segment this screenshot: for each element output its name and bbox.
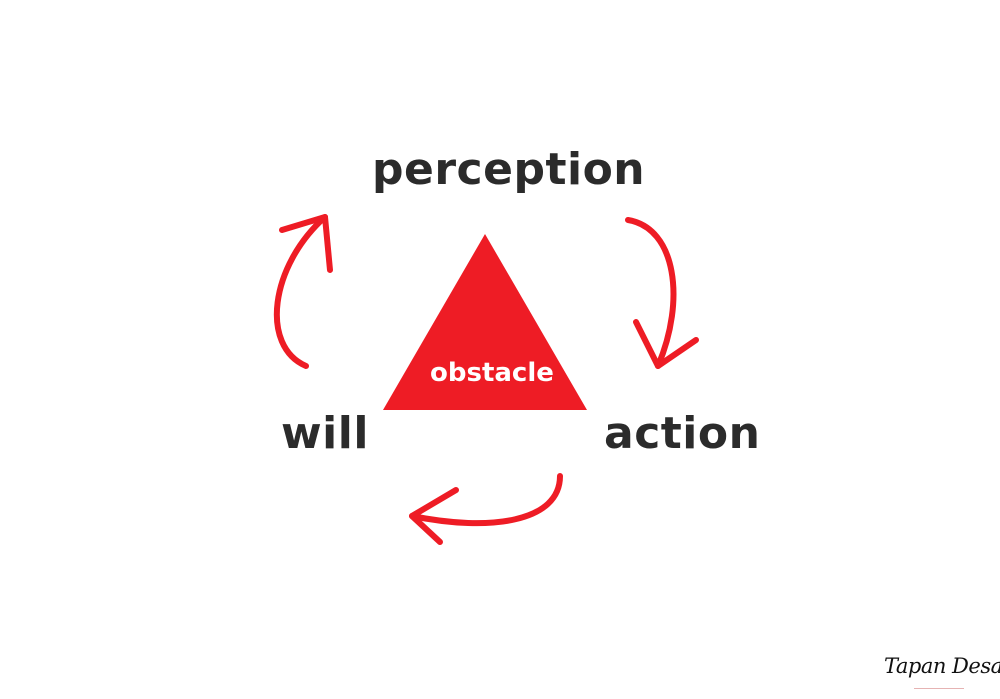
action-label: action	[604, 408, 761, 459]
author-signature: Tapan Desai	[884, 654, 1000, 678]
arrow-will-to-perception-icon	[273, 214, 333, 369]
will-label: will	[281, 408, 369, 459]
arrow-perception-to-action-icon	[625, 217, 699, 369]
signature-underline	[914, 688, 964, 689]
obstacle-label: obstacle	[430, 358, 554, 388]
perception-label: perception	[372, 144, 646, 195]
arrow-action-to-will-icon	[409, 473, 563, 545]
obstacle-triangle	[383, 234, 587, 410]
